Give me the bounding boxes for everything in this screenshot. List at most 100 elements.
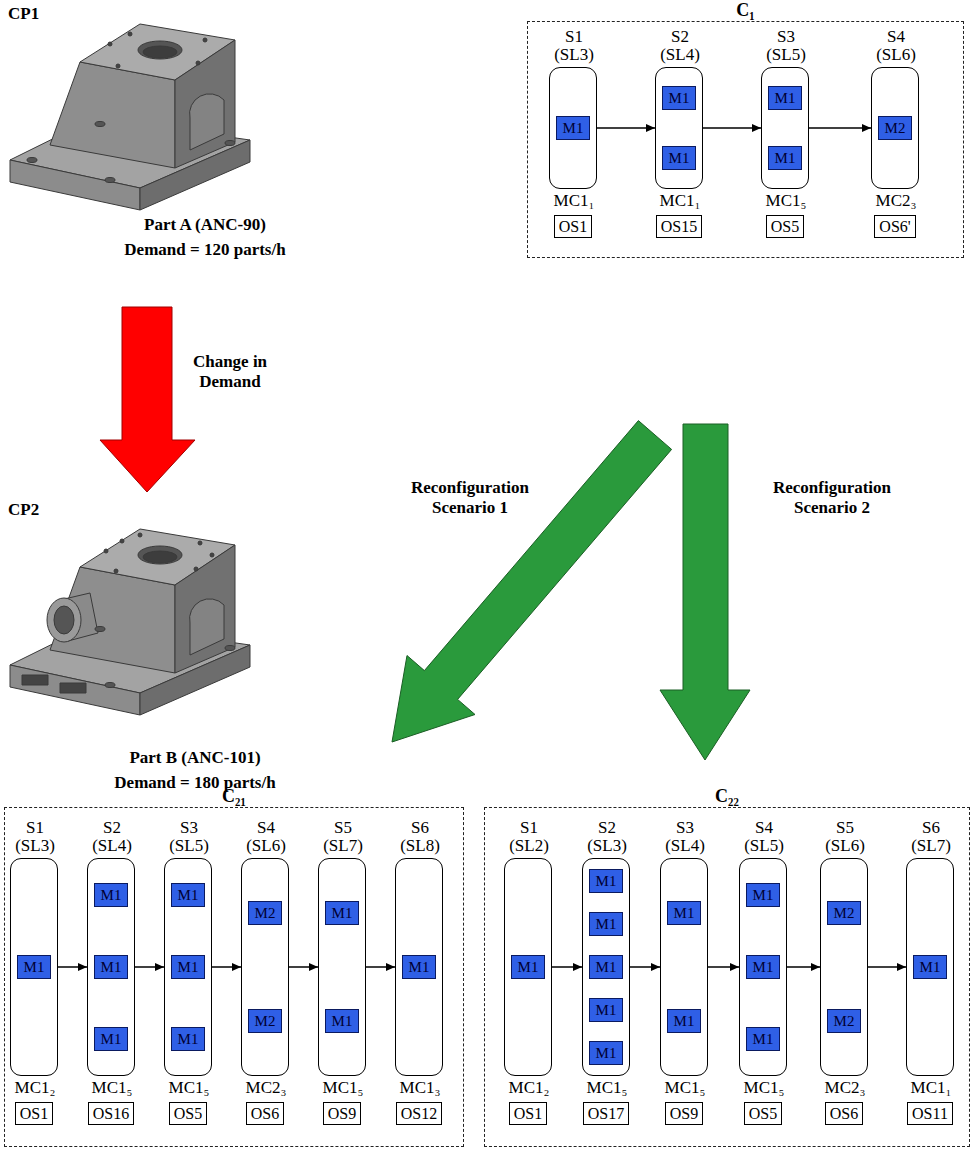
machine-config-label: MC1₅: [149, 1078, 229, 1098]
machine-label: M1: [753, 887, 774, 903]
stage-label: S3 (SL4): [659, 819, 711, 856]
stage-label: S5 (SL6): [819, 819, 871, 856]
illustration-shape: [143, 551, 177, 563]
operation-setup-label: OS17: [588, 1105, 624, 1122]
operation-setup-box: OS6: [825, 1102, 863, 1125]
machine-box: M1: [171, 955, 205, 979]
machine-box: M1: [667, 901, 701, 925]
stage-box: S3 (SL5)MC1₅M1M1: [761, 67, 809, 189]
machine-config-label: MC1₁: [640, 191, 720, 211]
stage-box: S1 (SL3)MC1₁M1: [549, 67, 597, 189]
machine-box: M1: [17, 955, 51, 979]
stage-label: S1 (SL3): [9, 819, 61, 856]
illustration-shape: [175, 545, 235, 673]
illustration-shape: [47, 598, 81, 642]
machine-box: M1: [325, 901, 359, 925]
flow-arrow: [787, 966, 820, 968]
machine-label: M1: [596, 1045, 617, 1061]
operation-setup-box: OS5: [744, 1102, 782, 1125]
flow-arrow: [212, 966, 241, 968]
illustration-shape: [104, 549, 108, 553]
operation-setup-label: OS1: [559, 218, 587, 235]
illustration-shape: [194, 567, 198, 571]
illustration-shape: [22, 675, 48, 685]
machine-label: M2: [834, 905, 855, 921]
illustration-shape: [190, 94, 224, 150]
machine-box: M1: [589, 912, 623, 936]
machine-box: M1: [94, 955, 128, 979]
configuration-title: C₂₂: [485, 786, 969, 806]
illustration-shape: [95, 627, 105, 632]
machine-box: M1: [511, 955, 545, 979]
illustration-shape: [95, 122, 105, 127]
stage-label: S4 (SL6): [240, 819, 292, 856]
illustration-shape: [138, 546, 182, 564]
machine-label: M1: [674, 905, 695, 921]
machine-box: M1: [556, 116, 590, 140]
stage-box: S2 (SL4)MC1₅M1M1M1: [87, 858, 135, 1076]
machine-label: M1: [332, 1013, 353, 1029]
operation-setup-box: OS17: [583, 1102, 629, 1125]
machine-box: M1: [589, 869, 623, 893]
machine-config-label: MC1₅: [645, 1078, 725, 1098]
machine-config-label: MC1₃: [380, 1078, 460, 1098]
flow-arrow: [809, 127, 871, 129]
machine-label: M2: [885, 120, 906, 136]
stage-label: S2 (SL4): [654, 28, 706, 65]
illustration-shape: [60, 683, 86, 693]
illustration-shape: [50, 62, 175, 168]
machine-label: M1: [178, 959, 199, 975]
machine-label: M1: [596, 1002, 617, 1018]
demand-change-arrow: [100, 307, 195, 492]
machine-box: M1: [768, 146, 802, 170]
machine-box: M2: [248, 901, 282, 925]
illustration-shape: [120, 539, 124, 543]
stage-box: S4 (SL6)MC2₃M2: [871, 67, 919, 189]
machine-config-label: MC1₅: [746, 191, 826, 211]
illustration-shape: [10, 160, 140, 210]
machine-config-label: MC1₂: [0, 1078, 75, 1098]
flow-arrow: [703, 127, 761, 129]
machine-label: M1: [596, 959, 617, 975]
operation-setup-label: OS6: [830, 1105, 858, 1122]
machine-label: M1: [674, 1013, 695, 1029]
annotation-label: Reconfiguration Scenario 2: [757, 478, 907, 519]
machine-config-label: MC1₅: [72, 1078, 152, 1098]
illustration-shape: [54, 606, 74, 634]
operation-setup-box: OS6': [874, 215, 915, 238]
stage-label: S5 (SL7): [317, 819, 369, 856]
configuration-box: C₁S1 (SL3)MC1₁M1OS1S2 (SL4)MC1₁M1M1OS15S…: [527, 21, 964, 258]
stage-box: S3 (SL5)MC1₅M1M1M1: [164, 858, 212, 1076]
machine-config-label: MC2₃: [856, 191, 936, 211]
machine-box: M1: [402, 955, 436, 979]
stage-label: S6 (SL7): [905, 819, 957, 856]
machine-label: M1: [775, 150, 796, 166]
stage-box: S5 (SL7)MC1₅M1M1: [318, 858, 366, 1076]
machine-box: M1: [589, 955, 623, 979]
machine-box: M1: [94, 1027, 128, 1051]
illustration-shape: [198, 541, 202, 545]
stage-label: S4 (SL5): [738, 819, 790, 856]
machine-label: M1: [753, 959, 774, 975]
operation-setup-label: OS6: [251, 1105, 279, 1122]
operation-setup-box: OS9: [323, 1102, 361, 1125]
flow-arrow: [597, 127, 655, 129]
annotation-label: CP2: [8, 500, 68, 520]
operation-setup-box: OS1: [554, 215, 592, 238]
operation-setup-box: OS16: [88, 1102, 134, 1125]
machine-label: M1: [101, 887, 122, 903]
illustration-shape: [128, 32, 132, 36]
stage-box: S1 (SL2)MC1₂M1: [504, 858, 552, 1076]
illustration-shape: [116, 64, 120, 68]
configuration-box: C₂₁S1 (SL3)MC1₂M1OS1S2 (SL4)MC1₅M1M1M1OS…: [4, 807, 464, 1147]
operation-setup-label: OS1: [514, 1105, 542, 1122]
machine-box: M1: [171, 883, 205, 907]
stage-box: S2 (SL4)MC1₁M1M1: [655, 67, 703, 189]
illustration-shape: [108, 42, 112, 46]
illustration-shape: [175, 40, 235, 168]
illustration-shape: [105, 683, 115, 688]
annotation-label: Change in Demand: [180, 352, 280, 393]
flow-arrow: [630, 966, 660, 968]
machine-label: M1: [178, 887, 199, 903]
machine-config-label: MC1₅: [724, 1078, 804, 1098]
